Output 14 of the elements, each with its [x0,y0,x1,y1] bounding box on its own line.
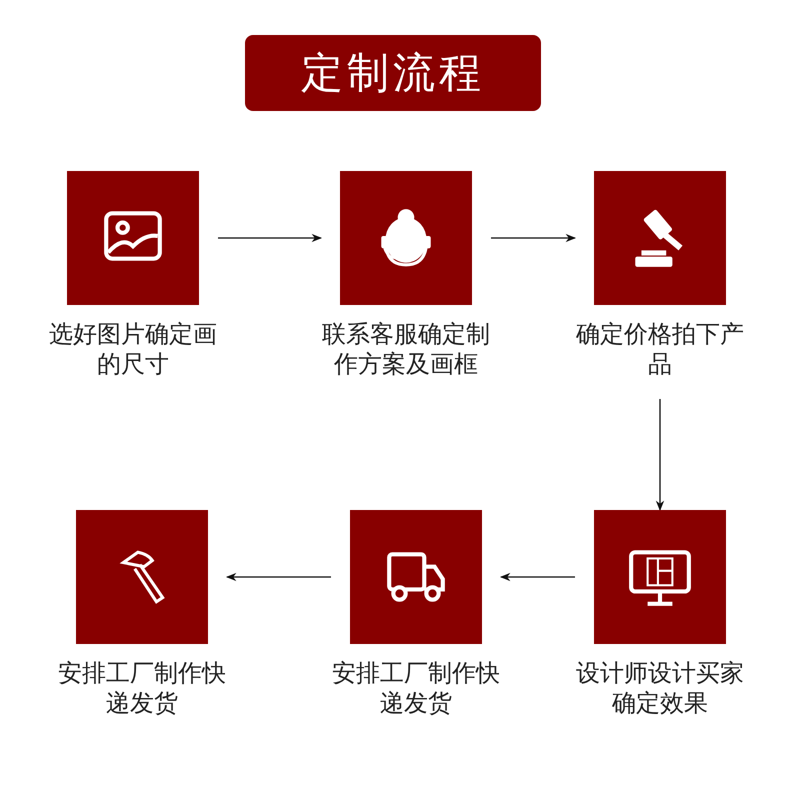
step-label: 选好图片确定画的尺寸 [48,319,218,379]
step-label: 联系客服确定制作方案及画框 [321,319,491,379]
step-label: 安排工厂制作快递发货 [57,658,227,718]
arrow [500,572,575,582]
process-step [57,510,227,718]
arrow [218,234,322,242]
step-label: 设计师设计买家确定效果 [575,658,745,718]
title-banner: 定制流程 [245,35,541,111]
step-label: 确定价格拍下产品 [575,319,745,379]
arrow [491,234,576,242]
process-step [331,510,501,718]
arrow [656,399,664,512]
arrow [226,572,331,582]
step-label: 安排工厂制作快递发货 [331,658,501,718]
